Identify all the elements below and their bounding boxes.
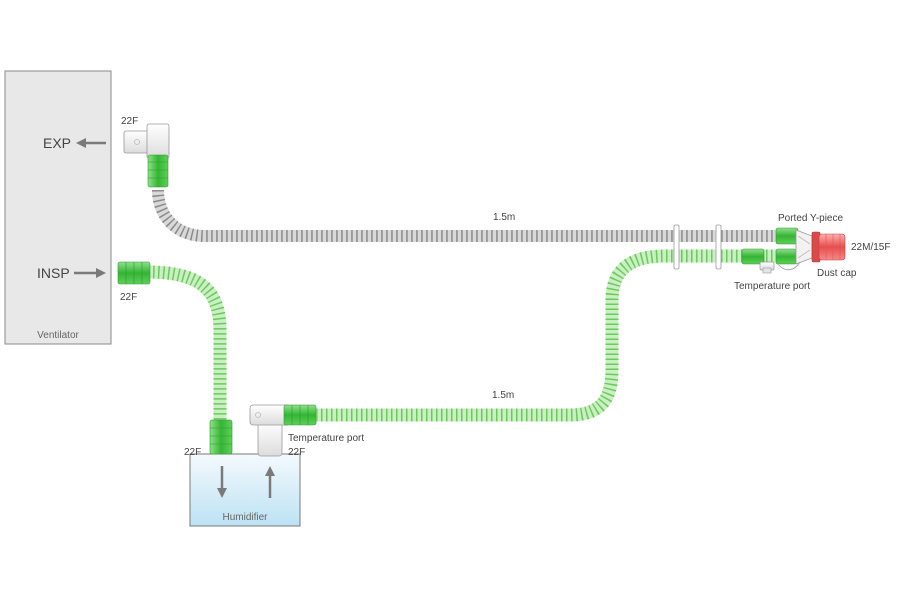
expiratory-length-label: 1.5m xyxy=(493,212,515,223)
tube-clip-right xyxy=(715,224,722,270)
exp-elbow-connector xyxy=(123,123,170,188)
expiratory-tube xyxy=(152,189,778,242)
exp-connector-label: 22F xyxy=(121,116,138,127)
humidifier-box: Humidifier xyxy=(189,453,301,527)
ventilator-label: Ventilator xyxy=(37,330,79,341)
tube-clip-left xyxy=(673,224,680,270)
inspiratory-tube-lower xyxy=(316,249,778,422)
arrow-up-icon xyxy=(265,466,275,498)
temperature-port-chamber-label: Temperature port xyxy=(288,433,364,444)
inspiratory-tube-upper xyxy=(147,265,227,420)
humidifier-outlet-elbow xyxy=(249,404,317,457)
patient-connector-label: 22M/15F xyxy=(851,242,890,253)
arrow-left-icon xyxy=(76,138,106,148)
humidifier-outlet-label: 22F xyxy=(288,447,305,458)
exp-label: EXP xyxy=(43,135,71,151)
arrow-right-icon xyxy=(74,268,106,278)
ported-y-piece xyxy=(741,227,813,265)
inspiratory-length-label: 1.5m xyxy=(492,390,514,401)
temperature-port-patient xyxy=(759,261,801,274)
insp-label: INSP xyxy=(37,265,70,281)
temperature-port-patient-label: Temperature port xyxy=(734,281,810,292)
humidifier-inlet-label: 22F xyxy=(184,447,201,458)
humidifier-label: Humidifier xyxy=(222,512,268,523)
ventilator-box: Ventilator xyxy=(4,70,112,345)
dust-cap xyxy=(811,231,846,263)
ported-y-piece-label: Ported Y-piece xyxy=(778,213,843,224)
humidifier-inlet-connector xyxy=(209,419,233,455)
insp-connector-label: 22F xyxy=(120,292,137,303)
dust-cap-label: Dust cap xyxy=(817,268,857,279)
insp-ventilator-connector xyxy=(117,261,151,285)
arrow-down-icon xyxy=(217,466,227,498)
